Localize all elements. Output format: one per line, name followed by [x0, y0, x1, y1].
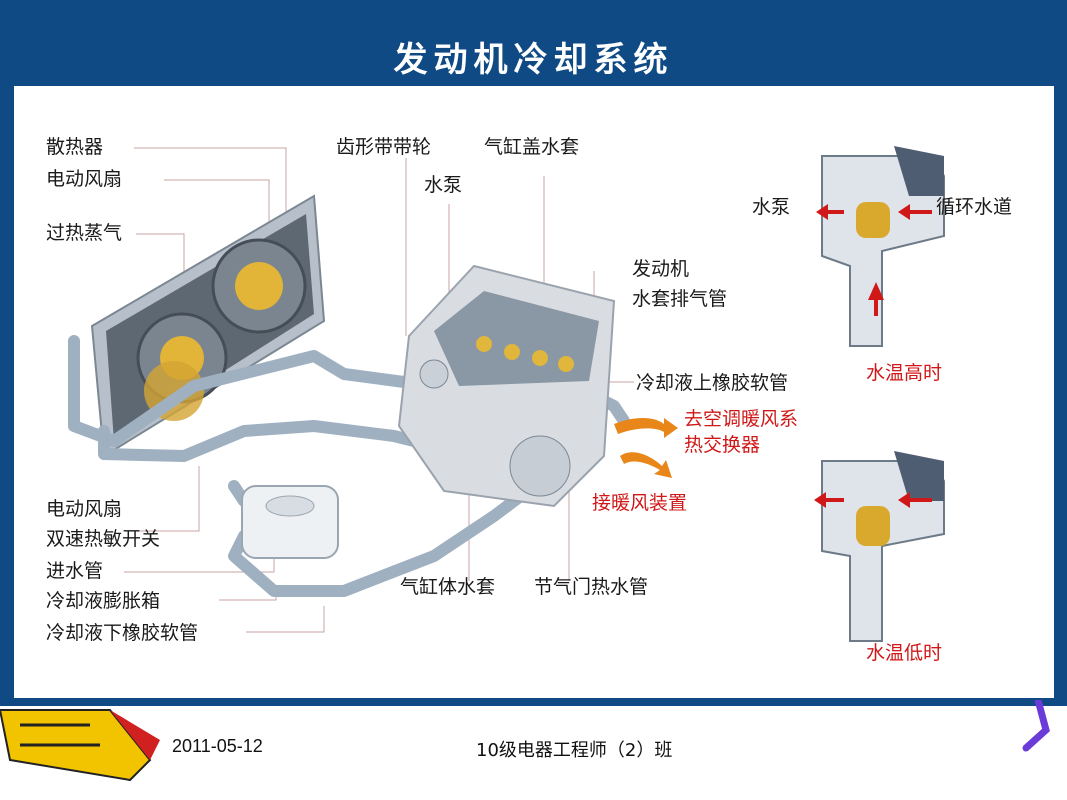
pen-tip-decoration-icon	[1022, 700, 1050, 752]
label-overheat-steam: 过热蒸气	[46, 222, 123, 244]
label-heat-exchanger: 热交换器	[684, 434, 761, 456]
thermostat-pump-label: 水泵	[752, 196, 791, 218]
label-coolant-lower-hose: 冷却液下橡胶软管	[46, 622, 199, 644]
caption-low-temp: 水温低时	[866, 642, 943, 664]
radiator-graphic	[90, 194, 326, 458]
label-expansion-tank: 冷却液膨胀箱	[46, 590, 161, 612]
thermostat-high-graphic	[816, 146, 945, 347]
caption-high-temp: 水温高时	[866, 362, 943, 384]
label-inlet-pipe: 进水管	[46, 560, 104, 582]
label-fan-switch-1: 电动风扇	[46, 498, 123, 520]
label-heater-connection: 接暖风装置	[592, 492, 688, 514]
heater-flow-arrows	[614, 418, 678, 478]
label-head-jacket: 气缸盖水套	[484, 136, 580, 158]
footer-class-name: 10级电器工程师（2）班	[476, 740, 673, 761]
slide-title: 发动机冷却系统	[393, 40, 674, 80]
engine-graphic	[397, 264, 616, 508]
label-throttle-water-pipe: 节气门热水管	[534, 576, 649, 598]
label-radiator: 散热器	[46, 136, 104, 158]
pencil-decoration-icon	[0, 709, 160, 782]
expansion-tank-graphic	[241, 485, 339, 559]
footer-date: 2011-05-12	[172, 736, 263, 756]
thermostat-low-graphic	[814, 451, 945, 642]
cooling-system-diagram	[68, 146, 945, 642]
label-water-pump: 水泵	[424, 174, 463, 196]
label-fan-switch-2: 双速热敏开关	[46, 528, 161, 550]
diagram-panel: 散热器 电动风扇 过热蒸气 齿形带带轮 气缸盖水套 水泵 发动机 水套排气管 冷…	[14, 86, 1054, 698]
label-electric-fan: 电动风扇	[46, 168, 123, 190]
label-to-ac-heater: 去空调暖风系	[684, 408, 799, 430]
label-block-jacket: 气缸体水套	[400, 576, 496, 598]
label-coolant-upper-hose: 冷却液上橡胶软管	[636, 372, 789, 394]
label-timing-pulley: 齿形带带轮	[336, 136, 432, 158]
thermostat-circulation-label: 循环水道	[936, 196, 1013, 218]
label-jacket-exhaust: 水套排气管	[632, 288, 728, 310]
label-engine: 发动机	[632, 258, 690, 280]
